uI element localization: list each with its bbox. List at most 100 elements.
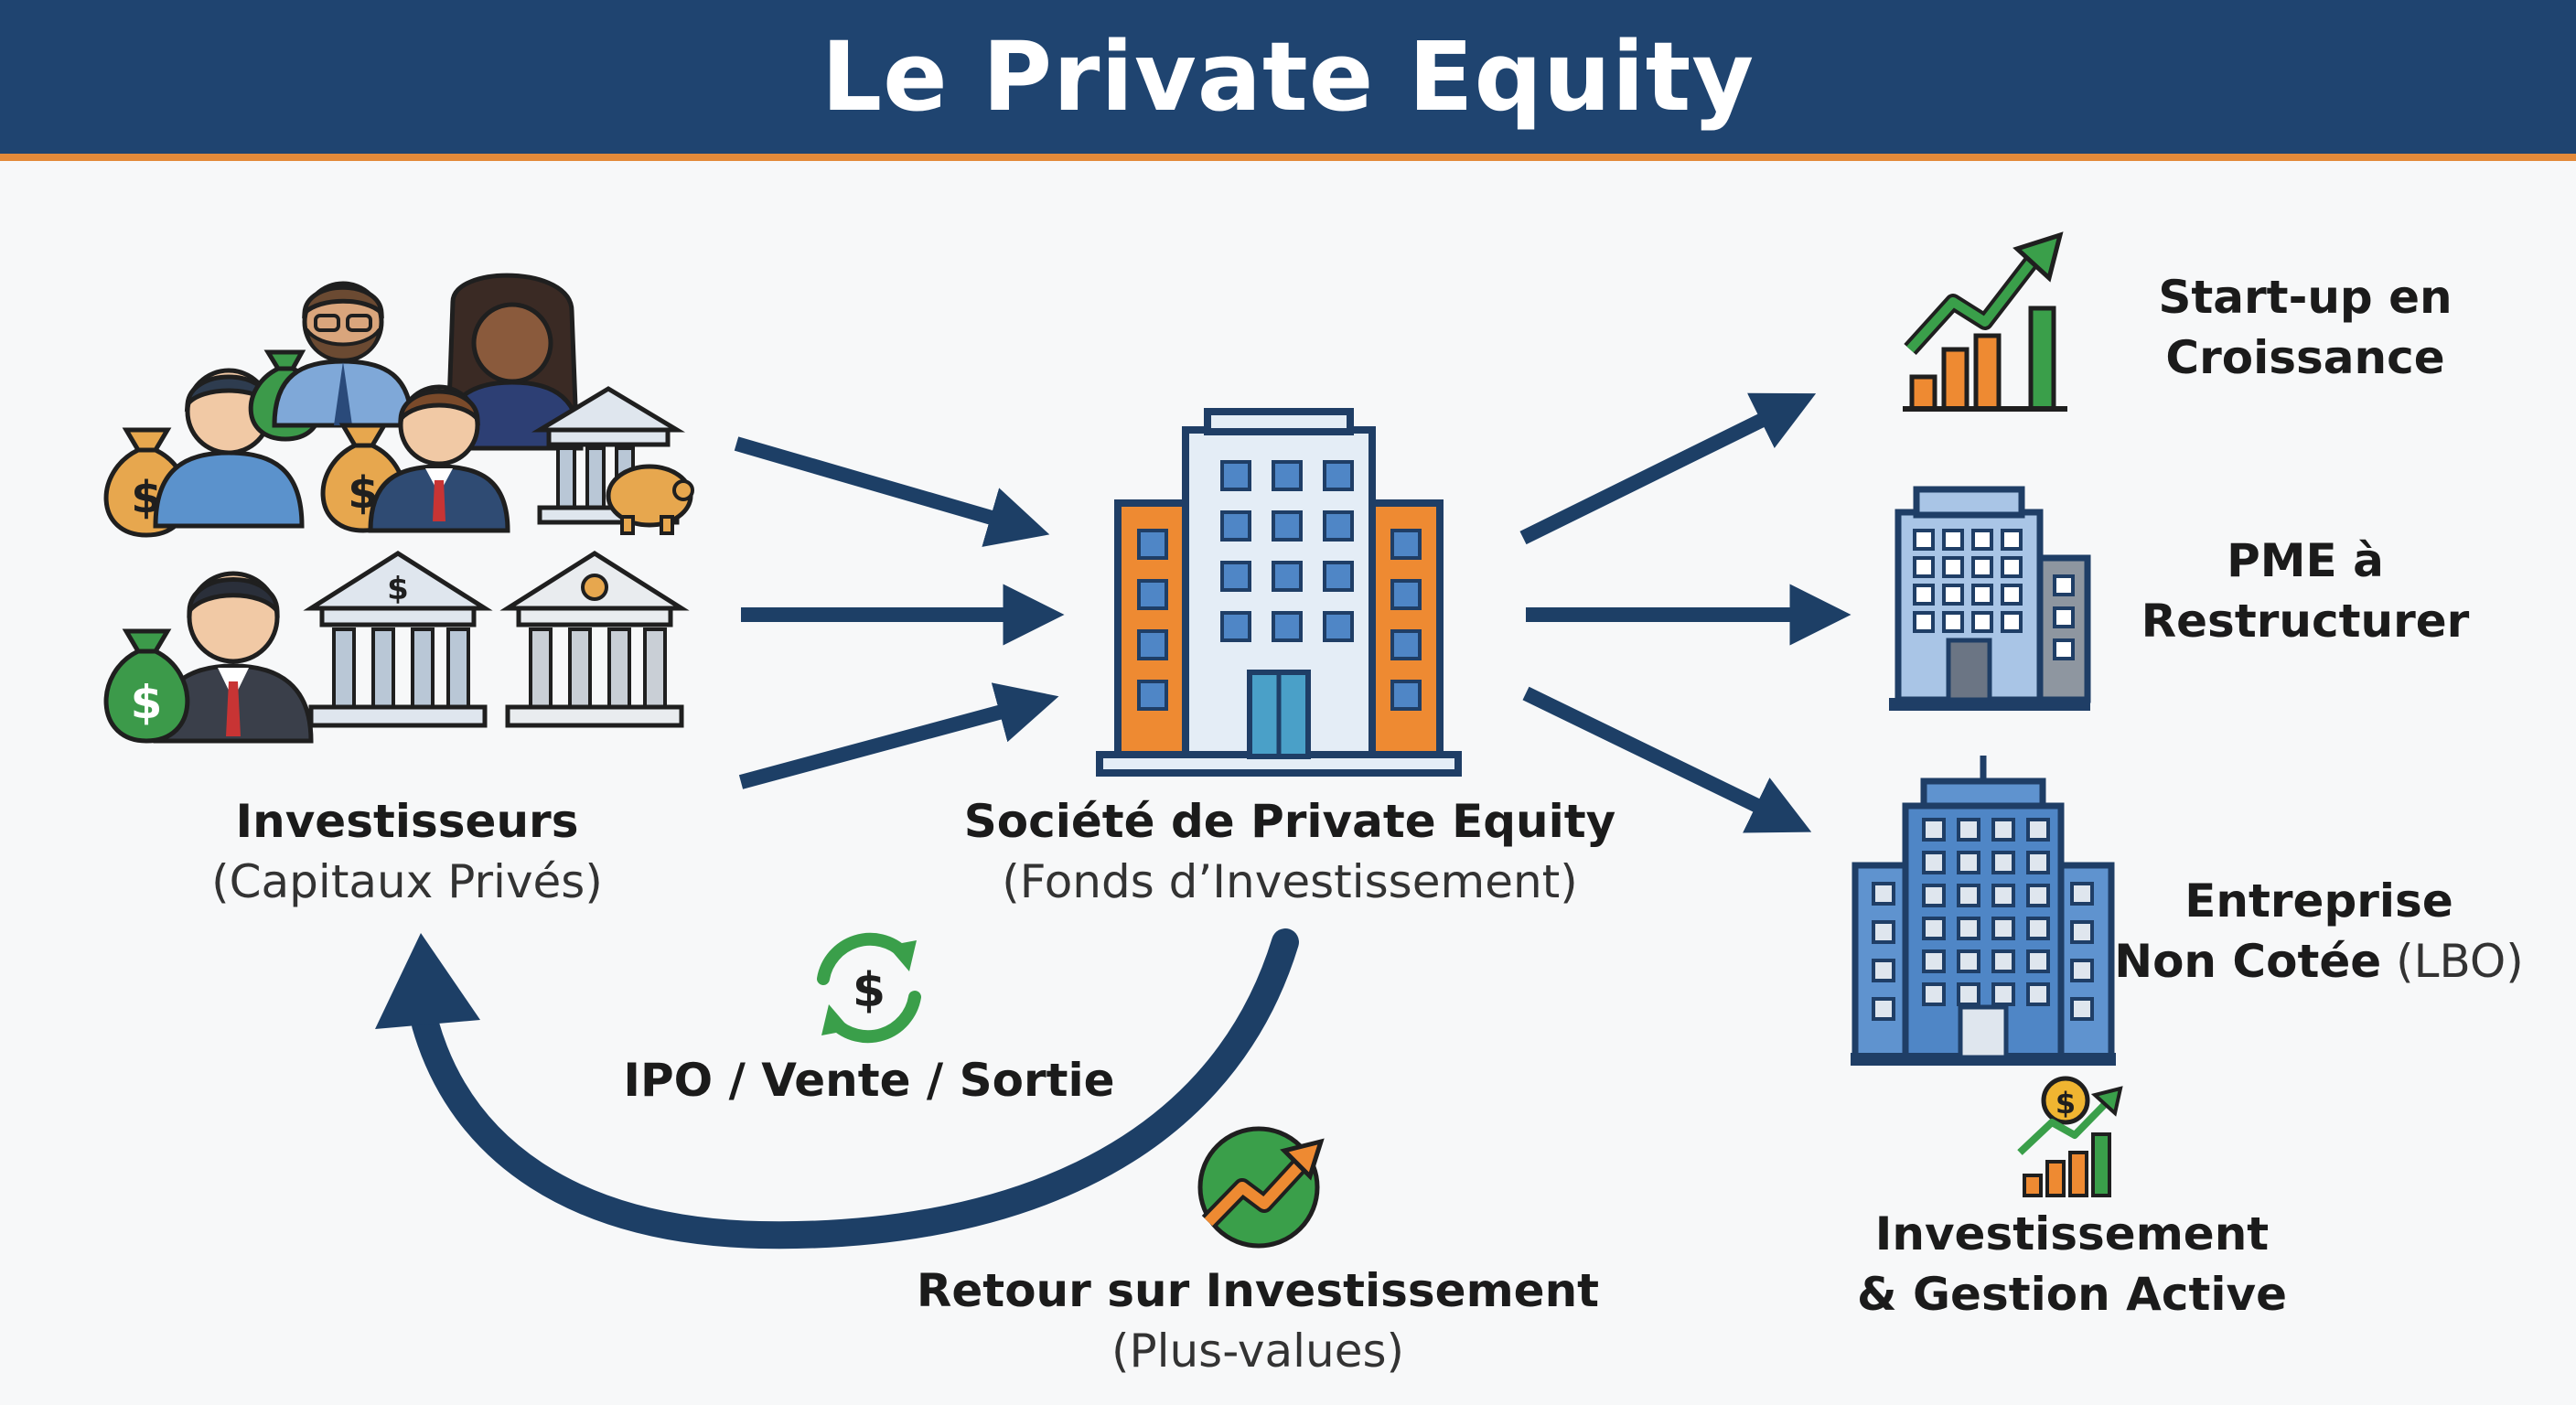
window (2053, 574, 2075, 596)
svg-text:$: $ (2055, 1086, 2076, 1121)
window (2026, 949, 2050, 973)
window (1922, 818, 1946, 842)
firm-label: Société de Private Equity (Fonds d’Inves… (915, 791, 1665, 912)
arrow-in-top (734, 436, 1050, 547)
window (1922, 982, 1946, 1006)
unlisted-label: Entreprise Non Cotée (LBO) (2095, 871, 2543, 992)
investment-arrows (734, 436, 1065, 789)
window (2026, 818, 2050, 842)
investors-icon-group: $ $ (103, 273, 694, 744)
piggy-bank-icon (606, 464, 694, 535)
window (1323, 611, 1354, 642)
return-subtitle: (Plus-values) (1111, 1325, 1405, 1378)
window (1272, 561, 1303, 592)
management-line1: Investissement (1874, 1207, 2270, 1260)
window (1991, 818, 2015, 842)
window (1323, 561, 1354, 592)
firm-title: Société de Private Equity (963, 795, 1616, 848)
window (1220, 460, 1251, 491)
window (2070, 882, 2094, 906)
window (1922, 917, 1946, 940)
window (1922, 949, 1946, 973)
arrow-out-startup (1519, 392, 1817, 545)
svg-text:$: $ (387, 571, 409, 607)
window (2053, 638, 2075, 660)
window (2001, 529, 2023, 551)
window (1390, 579, 1422, 610)
return-title: Retour sur Investissement (916, 1264, 1600, 1317)
return-label: Retour sur Investissement (Plus-values) (878, 1260, 1637, 1381)
pme-line1: PME à (2227, 534, 2384, 587)
window (1390, 629, 1422, 660)
firm-subtitle: (Fonds d’Investissement) (1002, 855, 1578, 908)
trend-up-icon (1197, 1126, 1325, 1249)
window (1991, 851, 2015, 874)
pme-line2: Restructurer (2141, 595, 2470, 648)
window (1942, 584, 1964, 606)
window (1913, 611, 1935, 633)
title-banner: Le Private Equity (0, 0, 2576, 161)
window (2026, 982, 2050, 1006)
window (1137, 579, 1168, 610)
window (1390, 680, 1422, 711)
window (1872, 959, 1895, 982)
window (1220, 510, 1251, 542)
window (1942, 556, 1964, 578)
svg-text:$: $ (131, 676, 163, 729)
window (1957, 851, 1980, 874)
window (2070, 959, 2094, 982)
page-title: Le Private Equity (821, 21, 1755, 133)
investors-title: Investisseurs (235, 795, 579, 848)
window (1991, 917, 2015, 940)
dollar-cycle-icon: $ (817, 932, 921, 1044)
investors-label: Investisseurs (Capitaux Privés) (137, 791, 677, 912)
money-bag-icon: $ (103, 628, 190, 744)
window (1220, 561, 1251, 592)
unlisted-suffix: (LBO) (2396, 935, 2524, 988)
management-label: Investissement & Gestion Active (1793, 1204, 2351, 1325)
window (1913, 556, 1935, 578)
bank-icon (499, 551, 690, 728)
exit-return-arrow (375, 928, 1299, 1249)
window (1220, 611, 1251, 642)
window (1272, 510, 1303, 542)
window (2026, 851, 2050, 874)
window (1323, 510, 1354, 542)
management-line2: & Gestion Active (1857, 1268, 2287, 1321)
window (2053, 606, 2075, 628)
window (1913, 529, 1935, 551)
startup-line2: Croissance (2165, 331, 2445, 384)
window (1137, 529, 1168, 560)
unlisted-line1: Entreprise (2184, 874, 2453, 928)
exit-label: IPO / Vente / Sortie (595, 1050, 1143, 1110)
window (1991, 982, 2015, 1006)
svg-text:$: $ (853, 963, 886, 1018)
person-icon (368, 384, 510, 533)
window (1942, 611, 1964, 633)
startup-line1: Start-up en (2158, 271, 2453, 324)
arrow-out-lbo (1522, 686, 1812, 833)
window (1872, 997, 1895, 1021)
window (1957, 982, 1980, 1006)
investment-growth-icon: $ (2017, 1076, 2123, 1197)
exit-text: IPO / Vente / Sortie (623, 1054, 1115, 1107)
window (1991, 884, 2015, 907)
window (1942, 529, 1964, 551)
office-building-icon (1096, 408, 1462, 777)
person-icon (272, 281, 414, 428)
window (1872, 882, 1895, 906)
window (1957, 949, 1980, 973)
window (2026, 884, 2050, 907)
window (2001, 556, 2023, 578)
unlisted-line2: Non Cotée (2114, 935, 2382, 988)
person-icon (153, 571, 314, 744)
window (1957, 917, 1980, 940)
window (2001, 611, 2023, 633)
window (2001, 584, 2023, 606)
growth-chart-icon (1903, 231, 2067, 412)
window (1971, 556, 1993, 578)
window (2070, 997, 2094, 1021)
window (1991, 949, 2015, 973)
window (1137, 629, 1168, 660)
